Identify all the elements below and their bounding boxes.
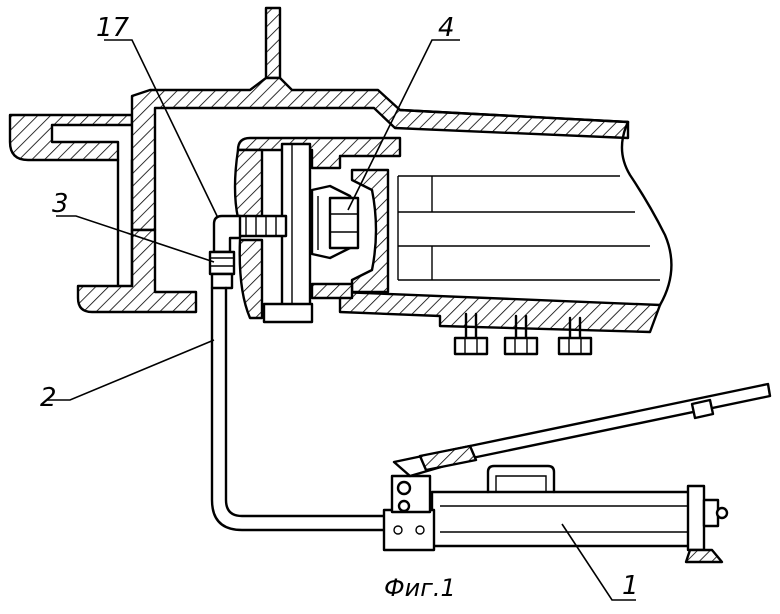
- callout-1: 1: [622, 571, 639, 601]
- leader-17: [104, 39, 219, 219]
- bolt-2: [503, 314, 539, 356]
- housing-top-edge: [398, 108, 630, 124]
- lever-pivot: [418, 444, 478, 472]
- pump-end-cap: [686, 484, 706, 552]
- pump-foot: [684, 548, 724, 564]
- leader-4: [347, 39, 460, 211]
- threaded-rod: [236, 214, 288, 238]
- top-rib: [264, 6, 282, 80]
- pump-cylinder: [430, 490, 696, 548]
- pump-head: [390, 474, 432, 514]
- hose-inner: [224, 286, 386, 518]
- bolt-1: [453, 312, 489, 356]
- break-line-right: [620, 120, 673, 307]
- figure-caption: Фиг.1: [384, 574, 456, 602]
- pump-knob: [715, 506, 729, 520]
- leaders: [46, 39, 636, 601]
- hand-pump: [382, 382, 772, 564]
- bolt-3: [557, 316, 593, 356]
- chamber-left-upper: [233, 148, 264, 220]
- hose-outer: [210, 286, 386, 532]
- leader-1: [561, 523, 636, 601]
- chamber-top: [236, 136, 402, 170]
- coupling: [208, 250, 236, 276]
- puller-assembly: [236, 142, 360, 324]
- cylinder-lines: [397, 175, 660, 281]
- callout-2: 2: [40, 383, 57, 413]
- callout-4: 4: [438, 13, 455, 43]
- valve-block: [382, 508, 436, 552]
- lower-housing-plate: [338, 290, 662, 334]
- housing: [8, 6, 673, 356]
- lever-grip-band: [690, 398, 715, 420]
- leader-2: [46, 339, 215, 401]
- chamber-bottom: [310, 282, 354, 300]
- coupling-nut: [210, 272, 234, 290]
- elbow-fitting: [212, 214, 242, 254]
- callout-17: 17: [96, 13, 130, 43]
- chamber-left-lower: [238, 238, 264, 320]
- lower-housing-wall: [76, 228, 198, 314]
- hose-assembly: [208, 214, 386, 532]
- leader-3: [56, 215, 215, 263]
- plate-foot: [262, 302, 314, 324]
- callout-3: 3: [52, 189, 69, 219]
- left-flange-upper: [8, 113, 134, 162]
- carry-handle: [486, 464, 556, 494]
- piston-nut: [328, 196, 360, 250]
- bolts: [453, 312, 593, 356]
